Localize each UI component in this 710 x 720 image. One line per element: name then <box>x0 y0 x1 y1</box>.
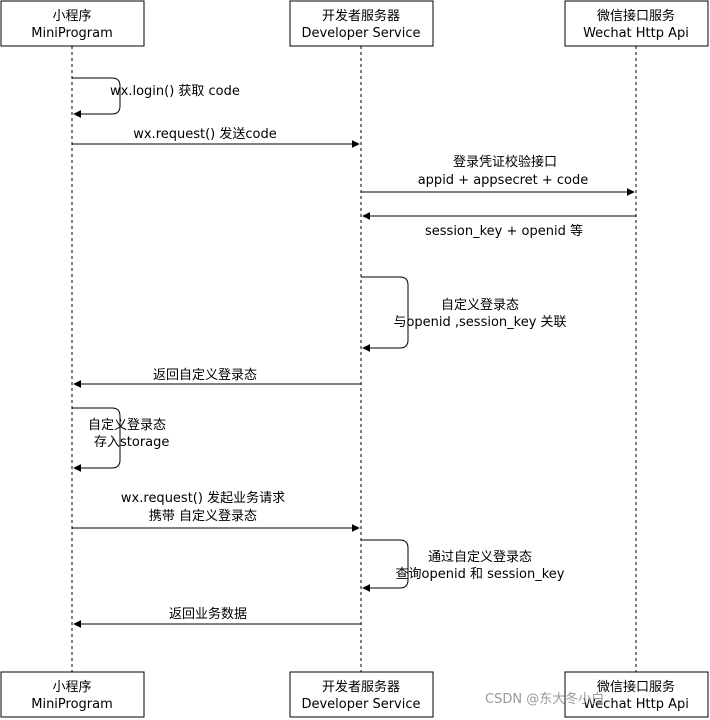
participant-subtitle: MiniProgram <box>31 26 113 41</box>
message-label-line1: 登录凭证校验接口 <box>453 154 557 170</box>
message-label-line2: 与openid ,session_key 关联 <box>393 315 566 330</box>
participant-miniprogram-bottom: 小程序 MiniProgram <box>0 671 145 718</box>
message-label: 返回自定义登录态 <box>153 368 257 383</box>
participant-developer-service-top: 开发者服务器 Developer Service <box>289 0 434 47</box>
message-login: wx.login() 获取 code <box>72 77 240 118</box>
participant-wechat-api-top: 微信接口服务 Wechat Http Api <box>564 0 709 47</box>
message-label-line1: wx.request() 发起业务请求 <box>121 490 285 506</box>
message-label-line2: appid + appsecret + code <box>418 173 589 188</box>
message-label: wx.request() 发送code <box>133 126 277 142</box>
message-store-storage: 自定义登录态 存入storage <box>72 407 169 472</box>
participant-subtitle: Developer Service <box>301 26 420 41</box>
message-label-line1: 自定义登录态 <box>88 418 166 433</box>
message-label: wx.login() 获取 code <box>110 84 240 99</box>
participant-name: 微信接口服务 <box>597 8 675 24</box>
message-label-line2: 携带 自定义登录态 <box>149 508 257 524</box>
participant-name: 微信接口服务 <box>597 679 675 695</box>
participant-subtitle: Wechat Http Api <box>583 697 689 712</box>
participant-name: 小程序 <box>52 9 91 24</box>
message-custom-state: 自定义登录态 与openid ,session_key 关联 <box>361 276 567 352</box>
participant-miniprogram-top: 小程序 MiniProgram <box>0 0 145 47</box>
message-label-line2: 存入storage <box>94 435 169 450</box>
participant-name: 小程序 <box>52 680 91 695</box>
message-query-openid: 通过自定义登录态 查询openid 和 session_key <box>361 539 565 592</box>
message-biz-request: wx.request() 发起业务请求 携带 自定义登录态 <box>72 490 360 532</box>
participant-subtitle: Wechat Http Api <box>583 26 689 41</box>
message-label-line1: 自定义登录态 <box>441 298 519 313</box>
message-send-code: wx.request() 发送code <box>72 126 360 148</box>
participant-wechat-api-bottom: 微信接口服务 Wechat Http Api <box>564 671 709 718</box>
watermark: CSDN @东大冬小白 <box>485 691 604 707</box>
participant-name: 开发者服务器 <box>322 8 400 24</box>
message-label-line1: 通过自定义登录态 <box>428 550 532 565</box>
message-session-return: session_key + openid 等 <box>362 212 636 239</box>
message-label: 返回业务数据 <box>169 606 247 622</box>
participant-subtitle: MiniProgram <box>31 697 113 712</box>
message-return-biz: 返回业务数据 <box>73 606 361 628</box>
message-verify-credentials: 登录凭证校验接口 appid + appsecret + code <box>361 154 635 196</box>
participant-developer-service-bottom: 开发者服务器 Developer Service <box>289 671 434 718</box>
participant-subtitle: Developer Service <box>301 697 420 712</box>
message-return-state: 返回自定义登录态 <box>73 368 361 388</box>
message-label-line2: 查询openid 和 session_key <box>396 567 565 582</box>
participant-name: 开发者服务器 <box>322 679 400 695</box>
message-label: session_key + openid 等 <box>425 223 583 239</box>
